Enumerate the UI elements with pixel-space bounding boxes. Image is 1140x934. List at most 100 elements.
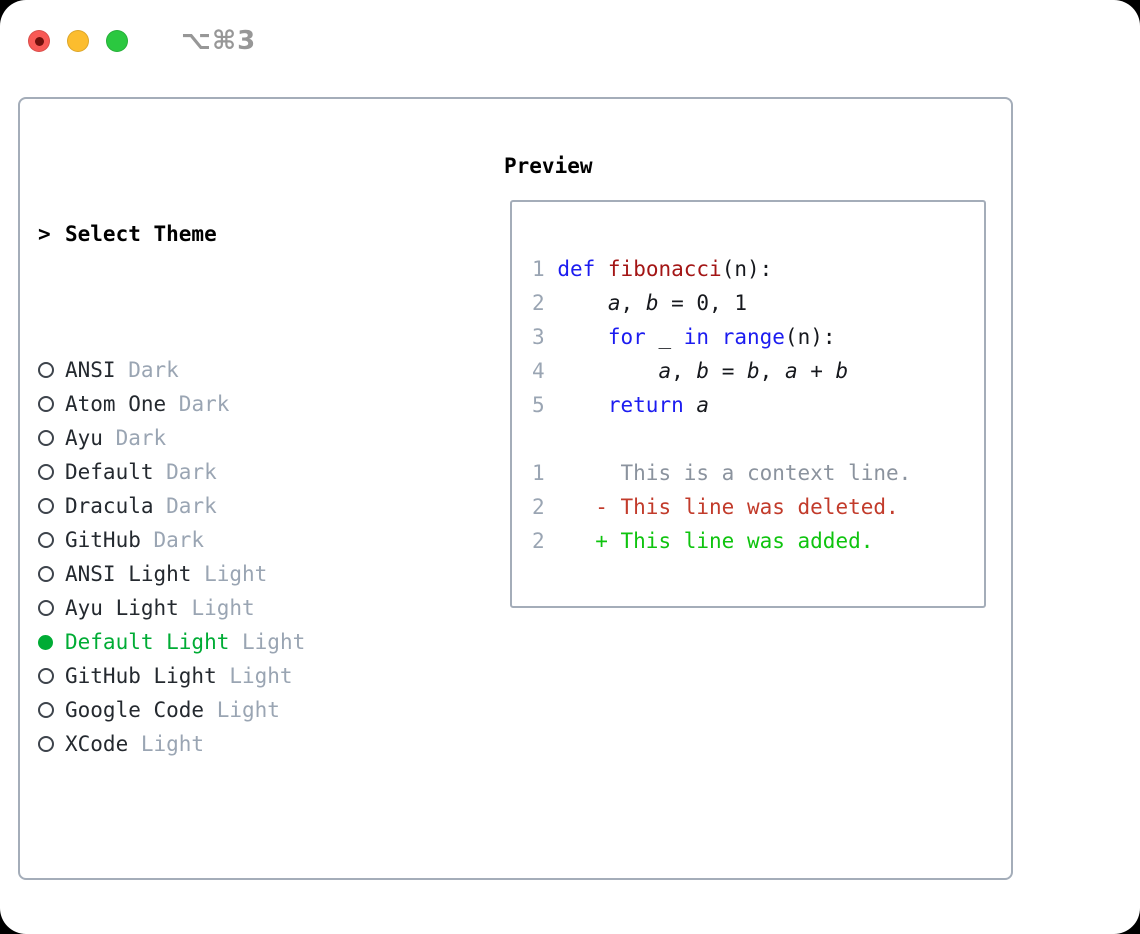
code-token bbox=[595, 257, 608, 281]
code-token: b bbox=[645, 291, 659, 315]
theme-variant-label: Dark bbox=[166, 392, 230, 416]
code-token bbox=[545, 359, 659, 383]
theme-item-atom-one[interactable]: Atom One Dark bbox=[38, 387, 392, 421]
theme-variant-label: Light bbox=[191, 562, 268, 586]
theme-item-label: Dracula bbox=[65, 494, 154, 518]
line-number: 1 bbox=[532, 461, 545, 485]
code-token bbox=[545, 325, 608, 349]
code-token bbox=[545, 291, 608, 315]
code-token bbox=[545, 257, 558, 281]
line-number: 2 bbox=[532, 529, 545, 553]
code-line: 2 a, b = 0, 1 bbox=[532, 286, 984, 320]
theme-variant-label: Dark bbox=[153, 494, 217, 518]
radio-selected-icon bbox=[38, 634, 53, 650]
code-token: b bbox=[747, 359, 760, 383]
code-token: = bbox=[709, 359, 747, 383]
keyboard-shortcut-label: ⌥⌘3 bbox=[181, 26, 257, 56]
theme-item-xcode[interactable]: XCode Light bbox=[38, 727, 392, 761]
theme-item-label: Default Light bbox=[65, 630, 230, 654]
radio-icon bbox=[38, 362, 54, 378]
radio-icon bbox=[38, 668, 54, 684]
code-line: 1 This is a context line. bbox=[532, 456, 984, 490]
code-token: a bbox=[784, 359, 798, 383]
code-token: a bbox=[696, 393, 710, 417]
theme-item-label: ANSI Light bbox=[65, 562, 192, 586]
theme-item-github[interactable]: GitHub Dark bbox=[38, 523, 392, 557]
radio-icon bbox=[38, 736, 54, 752]
theme-item-ansi-light[interactable]: ANSI Light Light bbox=[38, 557, 392, 591]
theme-variant-label: Light bbox=[204, 698, 280, 722]
code-token: fibonacci bbox=[607, 257, 722, 281]
line-number: 1 bbox=[532, 257, 545, 281]
code-token: def bbox=[557, 257, 596, 281]
theme-variant-label: Light bbox=[229, 630, 306, 654]
code-token: range bbox=[721, 325, 785, 349]
code-token bbox=[709, 325, 722, 349]
code-token: + This line was added. bbox=[544, 529, 874, 553]
theme-variant-label: Dark bbox=[102, 426, 167, 450]
theme-item-google-code[interactable]: Google Code Light bbox=[38, 693, 392, 727]
theme-list-header: > Select Theme bbox=[38, 217, 392, 251]
code-line: 4 a, b = b, a + b bbox=[532, 354, 984, 388]
code-token bbox=[545, 393, 608, 417]
select-theme-title: Select Theme bbox=[65, 222, 217, 246]
radio-icon bbox=[38, 396, 54, 412]
code-line: 5 return a bbox=[532, 388, 984, 422]
radio-icon bbox=[38, 600, 54, 616]
theme-item-label: ANSI bbox=[65, 358, 116, 382]
radio-icon bbox=[38, 498, 54, 514]
theme-variant-label: Light bbox=[216, 664, 293, 688]
code-token: , bbox=[759, 359, 785, 383]
theme-item-ayu-light[interactable]: Ayu Light Light bbox=[38, 591, 392, 625]
theme-item-label: Ayu bbox=[65, 426, 103, 450]
line-number: 2 bbox=[532, 495, 545, 519]
minimize-button[interactable] bbox=[67, 30, 89, 52]
theme-variant-label: Light bbox=[128, 732, 205, 756]
code-line: 2 - This line was deleted. bbox=[532, 490, 984, 524]
radio-icon bbox=[38, 464, 54, 480]
theme-item-ayu[interactable]: Ayu Dark bbox=[38, 421, 392, 455]
code-token: for bbox=[607, 325, 646, 349]
code-line bbox=[532, 422, 984, 456]
theme-item-label: Default bbox=[65, 460, 154, 484]
code-line: 3 for _ in range(n): bbox=[532, 320, 984, 354]
theme-item-label: XCode bbox=[65, 732, 129, 756]
code-token: = 0, 1 bbox=[658, 291, 747, 315]
code-token: b bbox=[696, 359, 710, 383]
code-token: + bbox=[797, 359, 836, 383]
zoom-button[interactable] bbox=[106, 30, 128, 52]
code-token: , bbox=[671, 359, 697, 383]
code-token: - This line was deleted. bbox=[544, 495, 899, 519]
line-number: 2 bbox=[532, 291, 545, 315]
theme-item-default-light[interactable]: Default Light Light bbox=[38, 625, 392, 659]
theme-variant-label: Dark bbox=[140, 528, 205, 552]
code-token bbox=[684, 393, 697, 417]
code-token: , bbox=[620, 291, 646, 315]
theme-item-default[interactable]: Default Dark bbox=[38, 455, 392, 489]
radio-icon bbox=[38, 566, 54, 582]
theme-item-github-light[interactable]: GitHub Light Light bbox=[38, 659, 392, 693]
code-token: a bbox=[607, 291, 621, 315]
theme-item-label: GitHub bbox=[65, 528, 141, 552]
code-token: return bbox=[607, 393, 684, 417]
close-dot-icon bbox=[34, 36, 44, 46]
code-token: in bbox=[683, 325, 710, 349]
theme-item-label: Google Code bbox=[65, 698, 205, 722]
radio-icon bbox=[38, 532, 54, 548]
line-number: 3 bbox=[532, 325, 545, 349]
code-line: 1 def fibonacci(n): bbox=[532, 252, 984, 286]
cursor-icon: > bbox=[38, 222, 51, 246]
theme-variant-label: Dark bbox=[153, 460, 217, 484]
theme-item-dracula[interactable]: Dracula Dark bbox=[38, 489, 392, 523]
titlebar: ⌥⌘3 bbox=[28, 26, 256, 56]
radio-icon bbox=[38, 430, 54, 446]
theme-item-ansi[interactable]: ANSI Dark bbox=[38, 353, 392, 387]
close-button[interactable] bbox=[28, 30, 50, 52]
code-line: 2 + This line was added. bbox=[532, 524, 984, 558]
